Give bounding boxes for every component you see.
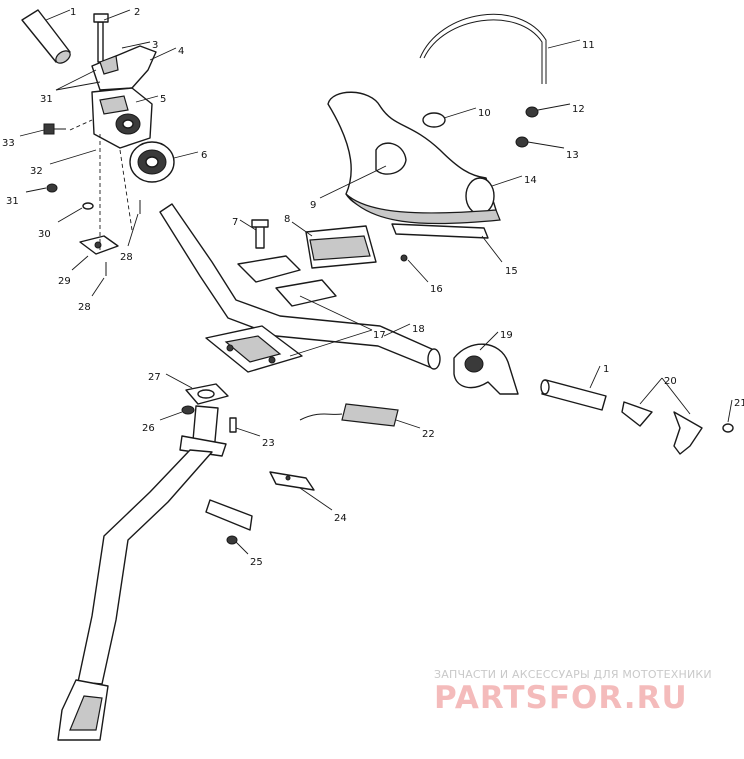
throttle-lever	[91, 45, 157, 91]
spring-22	[299, 403, 399, 427]
callout-c19: 19	[500, 330, 513, 341]
mount-bracket	[79, 235, 119, 276]
watermark-tagline: ЗАПЧАСТИ И АКСЕССУАРЫ ДЛЯ МОТОТЕХНИКИ	[434, 668, 712, 681]
callout-c11: 11	[582, 40, 595, 51]
pad-strap	[391, 223, 489, 262]
callout-c20: 20	[664, 376, 677, 387]
callout-c7: 7	[232, 217, 238, 228]
nuts-12-13	[515, 106, 539, 148]
callout-c21: 21	[734, 398, 744, 409]
cable-loop	[419, 13, 547, 84]
clamp-8	[305, 225, 377, 269]
right-hand-grip	[540, 379, 607, 411]
watermark: ЗАПЧАСТИ И АКСЕССУАРЫ ДЛЯ МОТОТЕХНИКИ PA…	[434, 668, 712, 716]
plate-24	[269, 471, 315, 491]
callout-c15: 15	[505, 266, 518, 277]
left-hand-grip	[21, 9, 71, 64]
callout-c29: 29	[58, 276, 71, 287]
sleeve-25	[205, 499, 253, 545]
bolt-23	[229, 417, 237, 433]
callout-c10: 10	[478, 108, 491, 119]
callout-c12: 12	[572, 104, 585, 115]
dashed-assembly-lines	[69, 119, 133, 250]
callout-c5: 5	[160, 94, 166, 105]
callout-c30: 30	[38, 229, 51, 240]
callout-c22: 22	[422, 429, 435, 440]
handlebar-pad-cover	[327, 91, 501, 225]
lower-clamp	[205, 325, 303, 373]
watermark-brand: PARTSFOR.RU	[434, 680, 688, 716]
callout-c33: 33	[2, 138, 15, 149]
callout-c25: 25	[250, 557, 263, 568]
callout-c1a: 1	[70, 7, 76, 18]
leader-lines	[19, 9, 733, 555]
callout-c4: 4	[178, 46, 184, 57]
callout-c31b: 31	[6, 196, 19, 207]
callout-c17: 17	[373, 330, 386, 341]
callout-c28a: 28	[120, 252, 133, 263]
callout-c1b: 1	[603, 364, 609, 375]
callout-c13: 13	[566, 150, 579, 161]
hardware-screws	[43, 123, 141, 214]
throttle-housing	[91, 87, 153, 149]
riser-plate-27	[185, 383, 229, 405]
callout-c16: 16	[430, 284, 443, 295]
callout-c28b: 28	[78, 302, 91, 313]
callout-c2: 2	[134, 7, 140, 18]
callout-c23: 23	[262, 438, 275, 449]
brake-cover-cap	[129, 141, 175, 183]
callout-c8a: 8	[284, 214, 290, 225]
steering-post	[57, 405, 227, 741]
callout-c27: 27	[148, 372, 161, 383]
callout-c31a: 31	[40, 94, 53, 105]
callout-c14: 14	[524, 175, 537, 186]
callout-c24: 24	[334, 513, 347, 524]
callout-c32: 32	[30, 166, 43, 177]
callout-c6: 6	[201, 150, 207, 161]
right-control-housing	[453, 343, 519, 395]
clamp-bolt-7	[251, 219, 269, 249]
upper-clamp	[237, 255, 337, 307]
washer-26	[181, 405, 195, 415]
callout-c18: 18	[412, 324, 425, 335]
callout-c3: 3	[152, 40, 158, 51]
callout-c26: 26	[142, 423, 155, 434]
pivot-pin	[93, 13, 109, 63]
end-caps-20	[621, 401, 734, 455]
callout-c9: 9	[310, 200, 316, 211]
